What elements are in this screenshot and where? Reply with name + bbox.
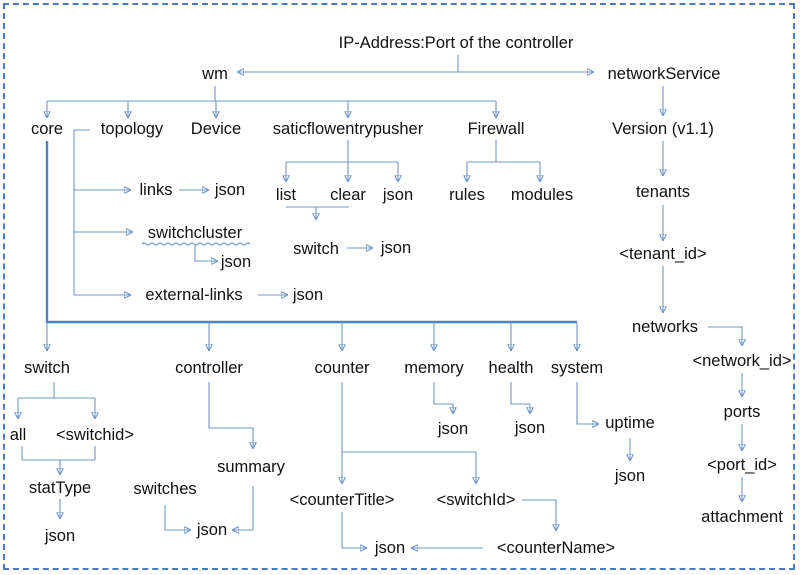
links-node: links: [139, 180, 173, 199]
root-label: IP-Address:Port of the controller: [338, 33, 574, 52]
memory-node: memory: [404, 358, 464, 377]
ns-tenants-node: tenants: [635, 182, 691, 201]
ns-tenant-id-node: <tenant_id>: [619, 244, 707, 263]
health-json-node: json: [514, 418, 546, 437]
firewall-node: Firewall: [467, 119, 525, 138]
health-node: health: [488, 358, 534, 377]
staticflowentrypusher-node: saticflowentrypusher: [272, 119, 424, 138]
controller-switches-node: switches: [133, 479, 197, 498]
device-node: Device: [190, 119, 242, 138]
sfep-clear-node: clear: [330, 185, 366, 204]
counter-json-node: json: [374, 538, 406, 557]
switchcluster-json-node: json: [220, 252, 252, 271]
ns-networks-node: networks: [631, 317, 699, 336]
ns-network-id-node: <network_id>: [692, 351, 792, 370]
switch-all-node: all: [9, 425, 27, 444]
memory-json-node: json: [437, 419, 469, 438]
sfep-switch-json-node: json: [380, 238, 412, 257]
links-json-node: json: [214, 180, 246, 199]
switch-json-node: json: [44, 526, 76, 545]
switch-stattype-node: statType: [28, 478, 92, 497]
counter-switchid-node: <switchId>: [436, 490, 516, 509]
counter-name-node: <counterName>: [496, 538, 616, 557]
ns-port-id-node: <port_id>: [707, 455, 777, 474]
switch-switchid-node: <switchid>: [56, 425, 134, 444]
dashed-frame: [3, 3, 795, 570]
core-node: core: [30, 119, 64, 138]
external-links-node: external-links: [145, 285, 243, 304]
sfep-json-node: json: [382, 185, 414, 204]
counter-title-node: <counterTitle>: [289, 490, 395, 509]
system-uptime-node: uptime: [605, 413, 655, 432]
system-json-node: json: [614, 466, 646, 485]
controller-node: controller: [175, 358, 243, 377]
ns-attachment-node: attachment: [701, 507, 783, 526]
firewall-modules-node: modules: [510, 185, 574, 204]
networkservice-node: networkService: [607, 64, 721, 83]
counter-node: counter: [314, 358, 370, 377]
controller-summary-node: summary: [217, 457, 285, 476]
switch-node: switch: [24, 358, 70, 377]
topology-node: topology: [100, 119, 164, 138]
sfep-list-node: list: [275, 185, 297, 204]
system-node: system: [550, 358, 604, 377]
switchcluster-node: switchcluster: [147, 223, 243, 242]
sfep-switch-node: switch: [293, 239, 339, 258]
external-links-json-node: json: [292, 285, 324, 304]
wm-node: wm: [202, 64, 228, 83]
firewall-rules-node: rules: [449, 185, 485, 204]
controller-json-node: json: [196, 520, 228, 539]
ns-version-node: Version (v1.1): [612, 119, 714, 138]
ns-ports-node: ports: [723, 402, 761, 421]
